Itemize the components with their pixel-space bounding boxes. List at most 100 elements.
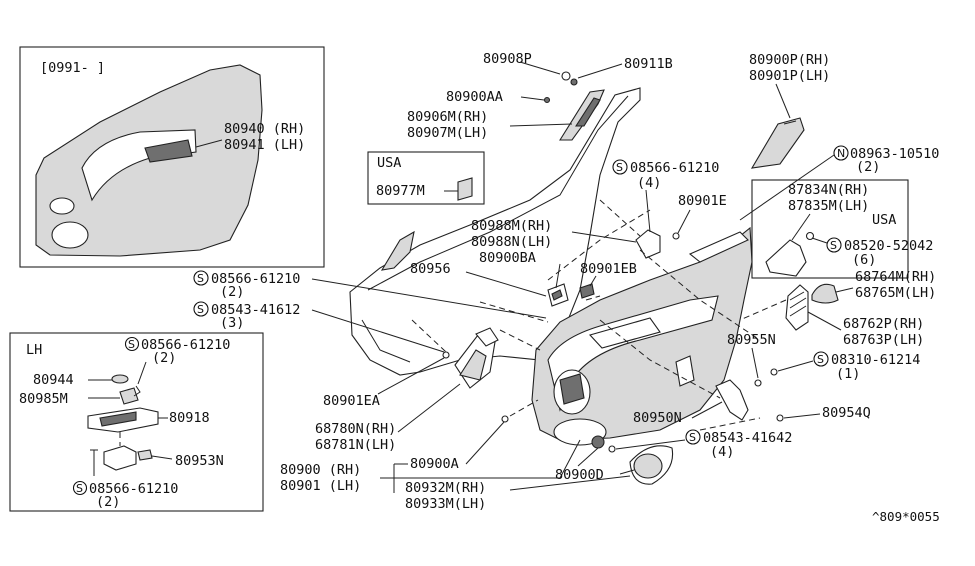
clip-80908p xyxy=(561,71,571,81)
strap-80950n xyxy=(715,379,749,421)
lh-screw-top-qty: (2) xyxy=(152,350,176,366)
bracket-80953n-shape xyxy=(103,445,137,471)
svg-text:S: S xyxy=(76,482,83,495)
label-usa-right: USA xyxy=(872,212,896,228)
lh-screw-bot-part: 08566-61210 xyxy=(89,481,178,497)
label-80901e: 80901E xyxy=(678,193,727,209)
label-08566-r: 08566-61210 xyxy=(630,160,719,176)
label-08310-qty: (1) xyxy=(836,366,860,382)
label-68763p: 68763P(LH) xyxy=(843,332,924,348)
label-87835m: 87835M(LH) xyxy=(788,198,869,214)
screw-symbol-icon xyxy=(612,159,628,175)
svg-text:N: N xyxy=(837,147,845,160)
cap-80944-icon xyxy=(111,374,129,384)
label-80900a: 80900A xyxy=(410,456,459,472)
screw-symbol-icon xyxy=(193,270,209,286)
label-80944: 80944 xyxy=(33,372,74,388)
label-80932m: 80932M(RH) xyxy=(405,480,486,496)
label-80988n: 80988N(LH) xyxy=(471,234,552,250)
cover-68764m xyxy=(811,283,839,304)
label-80900p: 80900P(RH) xyxy=(749,52,830,68)
label-08543-b: 08543-41642 xyxy=(703,430,792,446)
inset-speaker xyxy=(51,221,89,249)
svg-text:S: S xyxy=(197,272,204,285)
clip-80977m-icon xyxy=(457,177,473,201)
svg-text:S: S xyxy=(817,353,824,366)
inset-handle-pocket xyxy=(144,139,193,163)
grille-68762p xyxy=(785,284,809,331)
lh-box: LH S 08566-61210 (2) 80944 80985M 80918 … xyxy=(9,332,264,512)
main-exploded-view xyxy=(349,71,839,485)
svg-text:S: S xyxy=(830,239,837,252)
clip-80900a xyxy=(591,435,605,449)
label-80956: 80956 xyxy=(410,261,451,277)
label-80977m: 80977M xyxy=(376,183,425,199)
label-80918: 80918 xyxy=(169,410,210,426)
label-80901eb: 80901EB xyxy=(580,261,637,277)
label-80900ba: 80900BA xyxy=(479,250,536,266)
screw-symbol-icon xyxy=(826,237,842,253)
svg-text:S: S xyxy=(689,431,696,444)
label-80900aa: 80900AA xyxy=(446,89,503,105)
label-08520-qty: (6) xyxy=(852,252,876,268)
label-80950n: 80950N xyxy=(633,410,682,426)
label-68765m: 68765M(LH) xyxy=(855,285,936,301)
inset-door-panel: [0991- ] 80940 (RH) 80941 (LH) xyxy=(19,46,325,268)
label-08543-l: 08543-41612 xyxy=(211,302,300,318)
inset-frame xyxy=(19,46,325,268)
clip-80901eb xyxy=(579,283,595,299)
label-08566-r-qty: (4) xyxy=(637,175,661,191)
label-08310: 08310-61214 xyxy=(831,352,920,368)
armrest-shape xyxy=(547,295,719,412)
inset-switch xyxy=(49,197,75,215)
screw-symbol-icon xyxy=(685,429,701,445)
label-80933m: 80933M(LH) xyxy=(405,496,486,512)
label-80954q: 80954Q xyxy=(822,405,871,421)
upper-trim-strip xyxy=(688,231,749,263)
label-80955n: 80955N xyxy=(727,332,776,348)
label-68764m: 68764M(RH) xyxy=(855,269,936,285)
clip-80900a-lower xyxy=(501,415,509,423)
screw-08520 xyxy=(805,231,815,241)
screw-08543-b xyxy=(608,445,616,453)
label-80907m: 80907M(LH) xyxy=(407,125,488,141)
screw-symbol-icon xyxy=(193,301,209,317)
label-80906m: 80906M(RH) xyxy=(407,109,488,125)
label-68780n: 68780N(RH) xyxy=(315,421,396,437)
label-87834n: 87834N(RH) xyxy=(788,182,869,198)
label-08566-l: 08566-61210 xyxy=(211,271,300,287)
label-80900d: 80900D xyxy=(555,467,604,483)
escutcheon-80985m-icon xyxy=(119,387,139,405)
clip-80911b xyxy=(570,78,578,86)
lh-box-frame xyxy=(9,332,264,512)
clip-80901ea xyxy=(442,351,450,359)
label-80908p: 80908P xyxy=(483,51,532,67)
door-inner-frame xyxy=(349,87,641,376)
bracket-87834n xyxy=(765,239,807,277)
nut-symbol-icon xyxy=(833,145,849,161)
screw-08310 xyxy=(770,368,778,376)
bracket-80988m xyxy=(635,229,661,259)
label-08543-b-qty: (4) xyxy=(710,444,734,460)
usa-box-frame xyxy=(367,151,485,205)
label-80911b: 80911B xyxy=(624,56,673,72)
label-68781n: 68781N(LH) xyxy=(315,437,396,453)
label-80901p: 80901P(LH) xyxy=(749,68,830,84)
svg-text:S: S xyxy=(616,161,623,174)
screw-symbol-icon xyxy=(72,480,88,496)
label-08963-qty: (2) xyxy=(856,159,880,175)
corner-finisher-80900p xyxy=(750,117,805,169)
screw-symbol-icon xyxy=(124,336,140,352)
label-80900: 80900 (RH) xyxy=(280,462,361,478)
label-80941: 80941 (LH) xyxy=(224,137,305,153)
lh-screw-bot-qty: (2) xyxy=(96,494,120,510)
label-08520: 08520-52042 xyxy=(844,238,933,254)
label-08566-l-qty: (2) xyxy=(220,284,244,300)
label-80953n: 80953N xyxy=(175,453,224,469)
label-68762p: 68762P(RH) xyxy=(843,316,924,332)
label-80988m: 80988M(RH) xyxy=(471,218,552,234)
lh-box-title: LH xyxy=(26,342,42,358)
screw-symbol-icon xyxy=(813,351,829,367)
inset-code: [0991- ] xyxy=(40,60,105,76)
label-08963: 08963-10510 xyxy=(850,146,939,162)
